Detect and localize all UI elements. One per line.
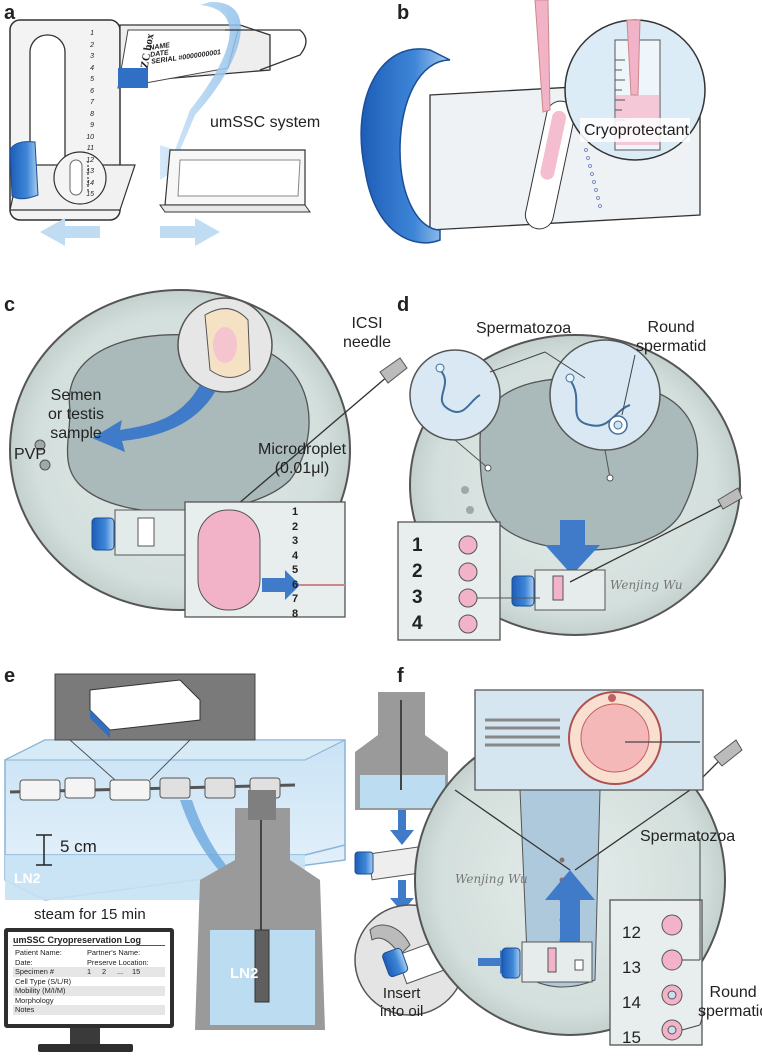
panel-letter-d: d — [397, 294, 410, 316]
signature-d: Wenjing Wu — [610, 578, 683, 592]
log-partner: Partner's Name: — [87, 948, 141, 958]
log-title: umSSC Cryopreservation Log — [13, 935, 165, 946]
ln2-dewar-f — [355, 692, 448, 810]
panel-b — [360, 0, 706, 244]
cryoprotectant-label: Cryoprotectant — [584, 122, 689, 139]
slide-number: 11 — [86, 145, 94, 152]
droplet-number: 14 — [622, 993, 641, 1012]
slide-number: 4 — [90, 64, 94, 72]
slide-number: 12 — [86, 156, 94, 164]
slide-sleeve-a — [159, 149, 311, 213]
panel-letter-f: f — [397, 665, 404, 687]
droplet-number: 1 — [412, 535, 423, 556]
panel-letter-a: a — [4, 2, 16, 24]
panel-a — [9, 1, 311, 246]
depth-label: 5 cm — [60, 837, 97, 856]
monitor-base — [38, 1044, 133, 1052]
sample-label: Semen or testis sample — [48, 387, 105, 442]
droplet-number: 6 — [292, 578, 299, 591]
slide-number: 13 — [86, 168, 94, 175]
ln2-bath-label: LN2 — [14, 870, 41, 886]
droplet-number: 13 — [622, 958, 641, 977]
microdroplet-label: Microdroplet (0.01μl) — [258, 441, 347, 477]
ln2-dewar-label: LN2 — [230, 965, 259, 982]
log-location: Preserve Location: — [87, 957, 149, 967]
droplet-number: 12 — [622, 923, 641, 942]
icsi-needle-label: ICSI needle — [343, 315, 392, 351]
umssc-system-label: umSSC system — [210, 114, 321, 131]
zoom-circle-spermatid — [549, 339, 661, 451]
log-row: Mobility (M/I/M) — [13, 986, 165, 996]
log-row: Cell Type (S/L/R) — [15, 976, 72, 986]
droplet-number: 15 — [622, 1028, 641, 1047]
slide-number: 10 — [86, 133, 94, 141]
slide-number: 2 — [90, 41, 94, 49]
log-patient: Patient Name: — [15, 948, 62, 958]
panel-f — [354, 689, 743, 1046]
slide-with-cap-a — [9, 141, 136, 211]
droplet-number: 4 — [412, 613, 423, 634]
monitor-stand — [70, 1028, 100, 1046]
droplet-number: 5 — [292, 564, 299, 576]
slide-number: 14 — [86, 179, 94, 187]
log-specimen: Specimen # — [15, 967, 55, 977]
ln2-dewar-e — [195, 790, 325, 1030]
panel-letter-b: b — [397, 2, 410, 24]
droplet-list-c: 1 2 3 4 5 6 7 8 — [292, 505, 298, 621]
droplet-number: 3 — [292, 535, 299, 547]
droplet-list-d: 1 2 3 4 — [412, 533, 423, 637]
cap-b — [360, 48, 451, 244]
slide-number: 1 — [90, 30, 94, 37]
signature-f: Wenjing Wu — [455, 872, 528, 886]
slide-number: 5 — [90, 76, 94, 83]
pvp-label: PVP — [14, 446, 47, 463]
droplet-number: 2 — [412, 561, 423, 582]
droplet-number: 1 — [292, 506, 299, 518]
droplet-number: 7 — [292, 593, 299, 605]
slide-number: 8 — [90, 110, 94, 118]
droplet-number: 8 — [292, 607, 299, 620]
log-row: Morphology — [15, 995, 54, 1005]
log-row: Notes — [13, 1005, 165, 1015]
panel-letter-c: c — [4, 294, 16, 316]
panel-letter-e: e — [4, 665, 16, 687]
slide-number: 3 — [90, 53, 94, 60]
slide-number: 15 — [86, 191, 94, 198]
droplet-number: 4 — [292, 549, 299, 562]
flow-arrow-a — [160, 1, 241, 181]
spermatozoa-label-f: Spermatozoa — [640, 828, 736, 845]
double-arrow-a — [40, 218, 100, 246]
slide-number: 9 — [90, 122, 94, 129]
slide-number: 7 — [90, 99, 94, 106]
round-spermatid-label-f: Round spermatid — [698, 984, 762, 1020]
droplet-number: 3 — [412, 587, 423, 608]
round-spermatid-label-d: Round spermatid — [636, 319, 707, 355]
insert-oil-label: Insert into oil — [380, 985, 424, 1020]
zoom-circle-sperm — [409, 349, 501, 441]
spermatozoa-label-d: Spermatozoa — [476, 320, 572, 337]
flow-arrow-c — [92, 385, 215, 452]
slide-number: 6 — [90, 87, 94, 95]
log-date: Date: — [15, 957, 33, 967]
panel-c — [9, 289, 408, 618]
panel-e — [4, 673, 346, 1030]
cryopreservation-log-screen: umSSC Cryopreservation Log Patient Name:… — [4, 928, 174, 1028]
panel-d — [397, 334, 743, 641]
droplet-list-f: 12 13 14 15 — [622, 915, 641, 1055]
steam-label: steam for 15 min — [34, 906, 146, 923]
droplet-number: 2 — [292, 520, 299, 533]
